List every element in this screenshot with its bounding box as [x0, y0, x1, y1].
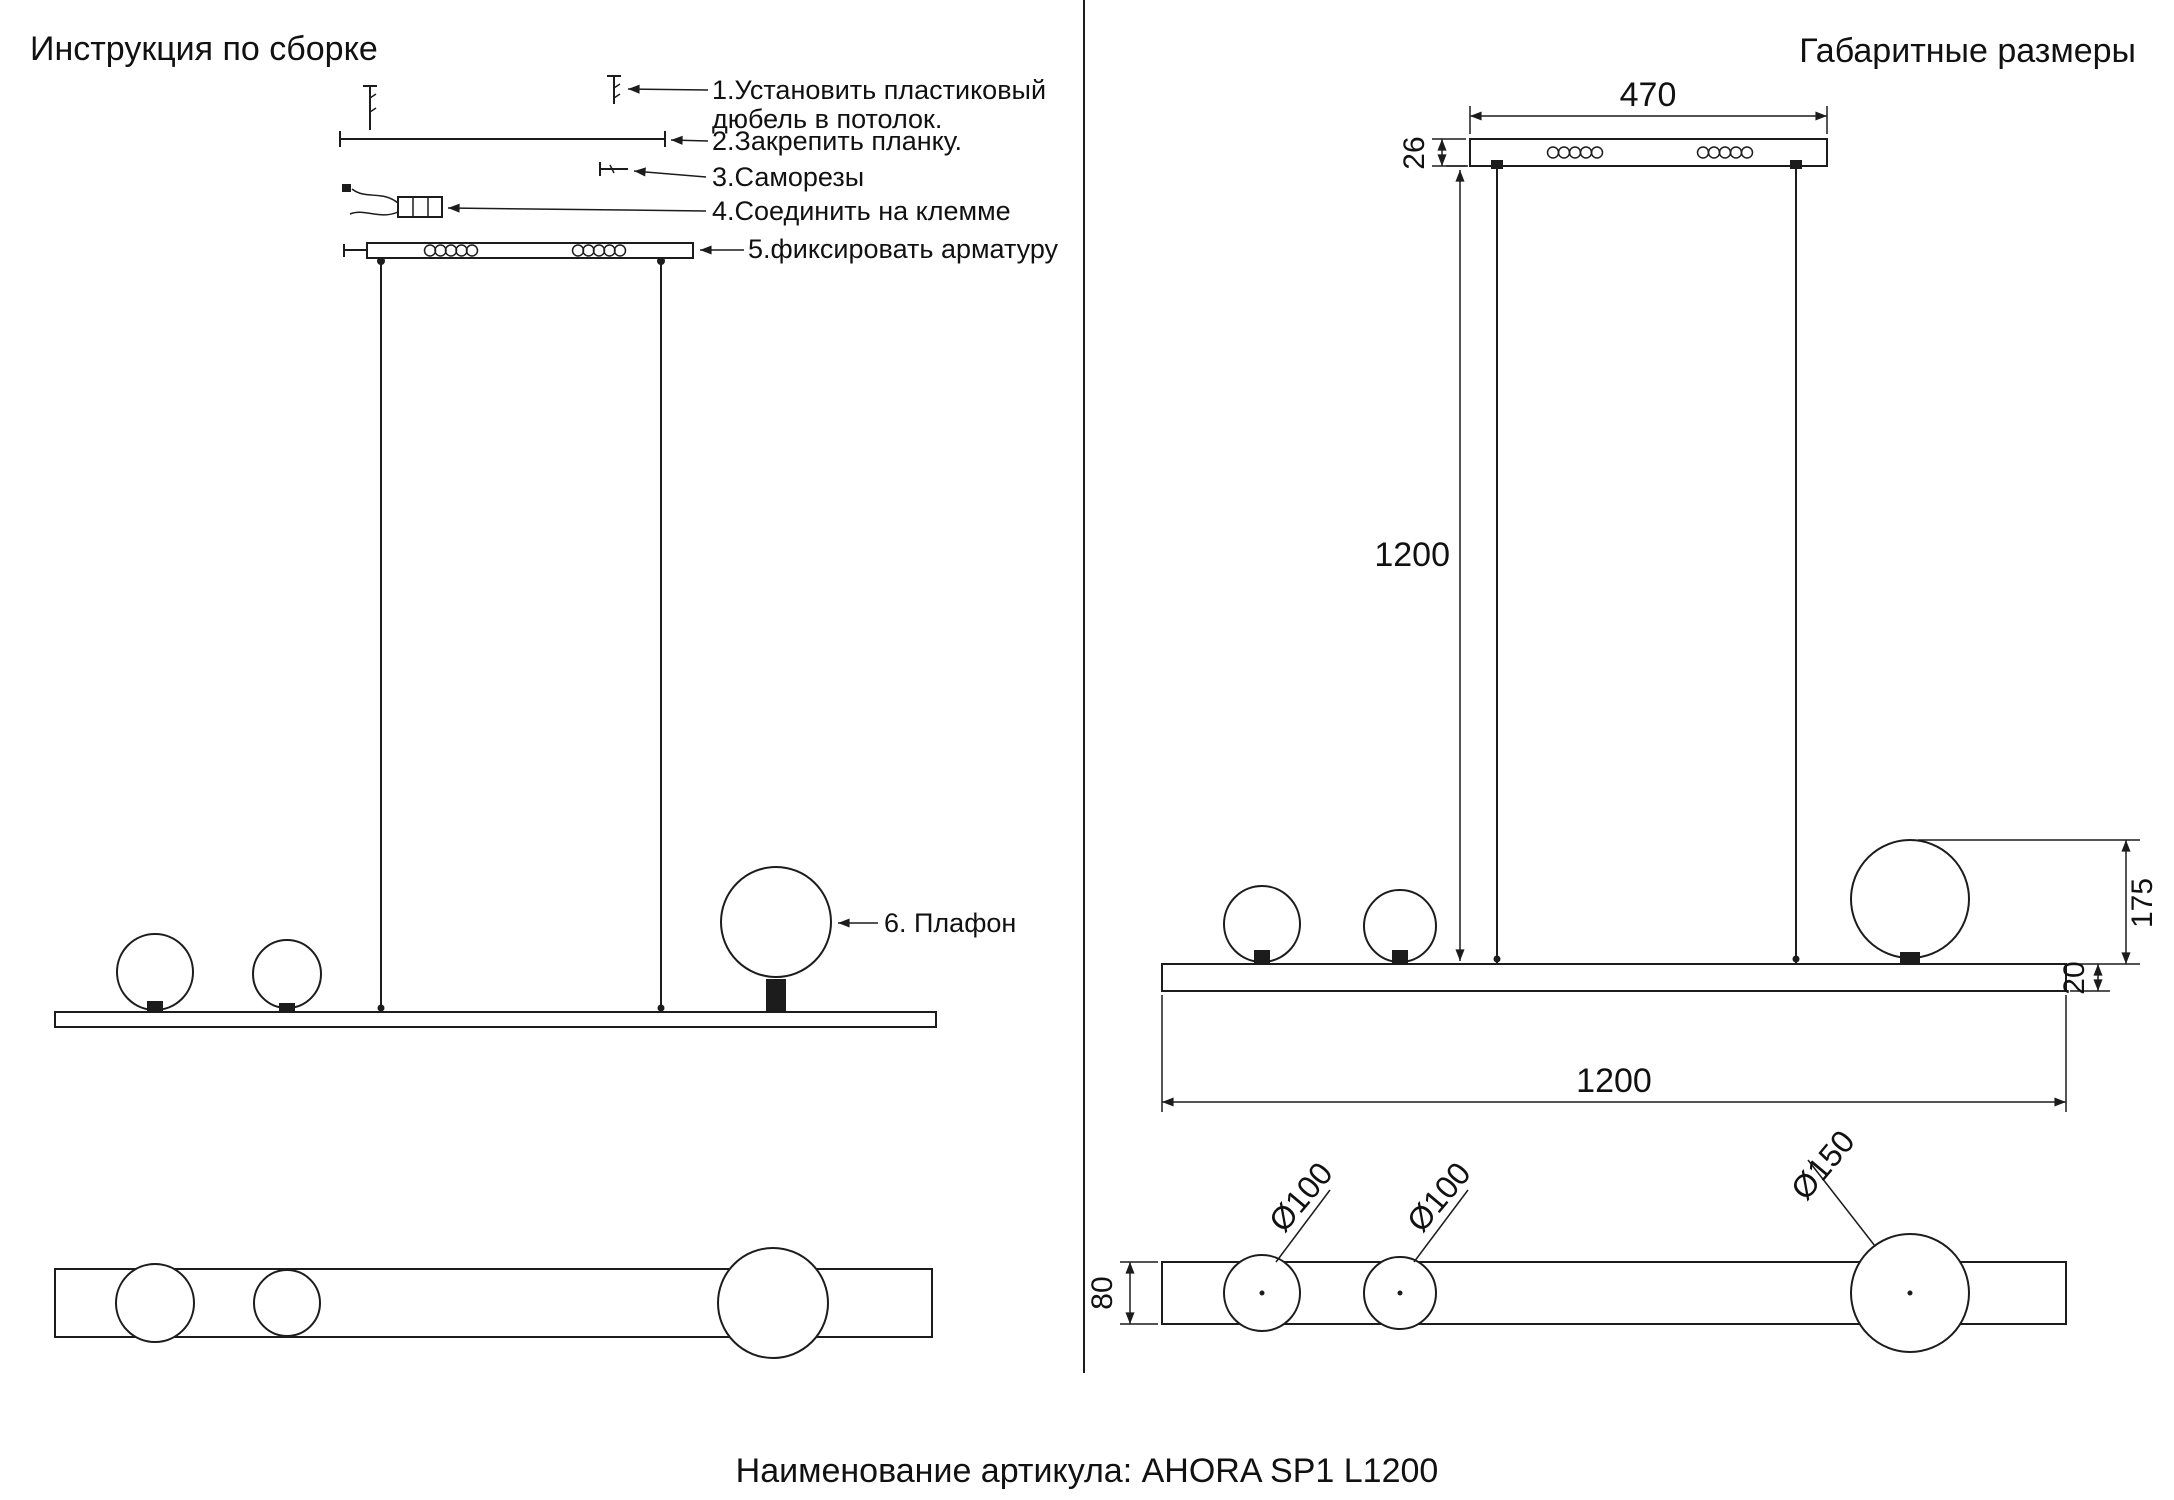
- dim-shade-height: 175: [1918, 839, 2159, 965]
- dim-d100-label-2: Ø100: [1400, 1155, 1478, 1238]
- lamp-shades-right: [1223, 839, 1970, 963]
- lamp-rod-right: [1161, 963, 2067, 992]
- dim-shade-diameters: Ø100 Ø100 Ø150: [1262, 1123, 1876, 1263]
- dowel-icon: [363, 85, 377, 130]
- dim-1200-horizontal-label: 1200: [1576, 1062, 1652, 1100]
- dim-rod-length: 1200: [1161, 995, 2067, 1112]
- left-panel-title: Инструкция по сборке: [30, 30, 378, 68]
- mounting-strip: [339, 131, 666, 147]
- dim-top-bar-length: 470: [1469, 76, 1828, 134]
- dowel-icon-2: [607, 75, 621, 104]
- ceiling-bar: [1469, 138, 1828, 169]
- plan-view-left: [54, 1247, 933, 1359]
- dim-175-label: 175: [2126, 878, 2159, 928]
- step-2-label: 2.Закрепить планку.: [712, 126, 962, 156]
- dim-20-label: 20: [2058, 961, 2091, 994]
- dim-d150-label: Ø150: [1784, 1123, 1862, 1206]
- dim-80-label: 80: [1086, 1276, 1119, 1309]
- dimension-drawing: 470 26 1200: [1086, 76, 2159, 1353]
- fixture-bar: [343, 242, 694, 265]
- dim-26-label: 26: [1398, 136, 1431, 169]
- suspension-wires: [377, 261, 665, 1012]
- step-1-label-line-1: 1.Установить пластиковый: [712, 75, 1046, 105]
- right-panel-title: Габаритные размеры: [1799, 32, 2136, 70]
- spring-coil: [423, 244, 479, 257]
- dim-470-label: 470: [1620, 76, 1677, 114]
- step-4-label: 4.Соединить на клемме: [712, 196, 1011, 226]
- spring-coil-2: [571, 244, 627, 257]
- spring-coil-4: [1696, 146, 1754, 159]
- terminal-block: [342, 184, 443, 218]
- assembly-drawing: 1.Установить пластиковый дюбель в потоло…: [54, 75, 1059, 1359]
- lamp-rod: [54, 1011, 937, 1028]
- step-6-label: 6. Плафон: [884, 908, 1016, 938]
- dim-suspension-height: 1200: [1374, 165, 1468, 961]
- lamp-shades: [116, 866, 832, 1012]
- step-3-label: 3.Саморезы: [712, 162, 864, 192]
- dim-rod-thickness: 20: [2058, 961, 2110, 995]
- suspension-wires-right: [1493, 169, 1800, 964]
- step-1-label-line-2: дюбель в потолок.: [712, 104, 942, 134]
- article-name-footer: Наименование артикула: AHORA SP1 L1200: [736, 1452, 1439, 1490]
- spring-coil-3: [1546, 146, 1604, 159]
- dim-1200-vertical-label: 1200: [1374, 536, 1450, 574]
- plan-view-right: [1161, 1233, 2067, 1353]
- step-5-label: 5.фиксировать арматуру: [748, 234, 1059, 264]
- dim-d100-label-1: Ø100: [1262, 1155, 1340, 1238]
- screw-icon: [599, 162, 628, 176]
- dim-side-height: 80: [1086, 1261, 1158, 1325]
- dim-top-bar-height: 26: [1398, 136, 1466, 170]
- step-leader-lines: [447, 84, 878, 928]
